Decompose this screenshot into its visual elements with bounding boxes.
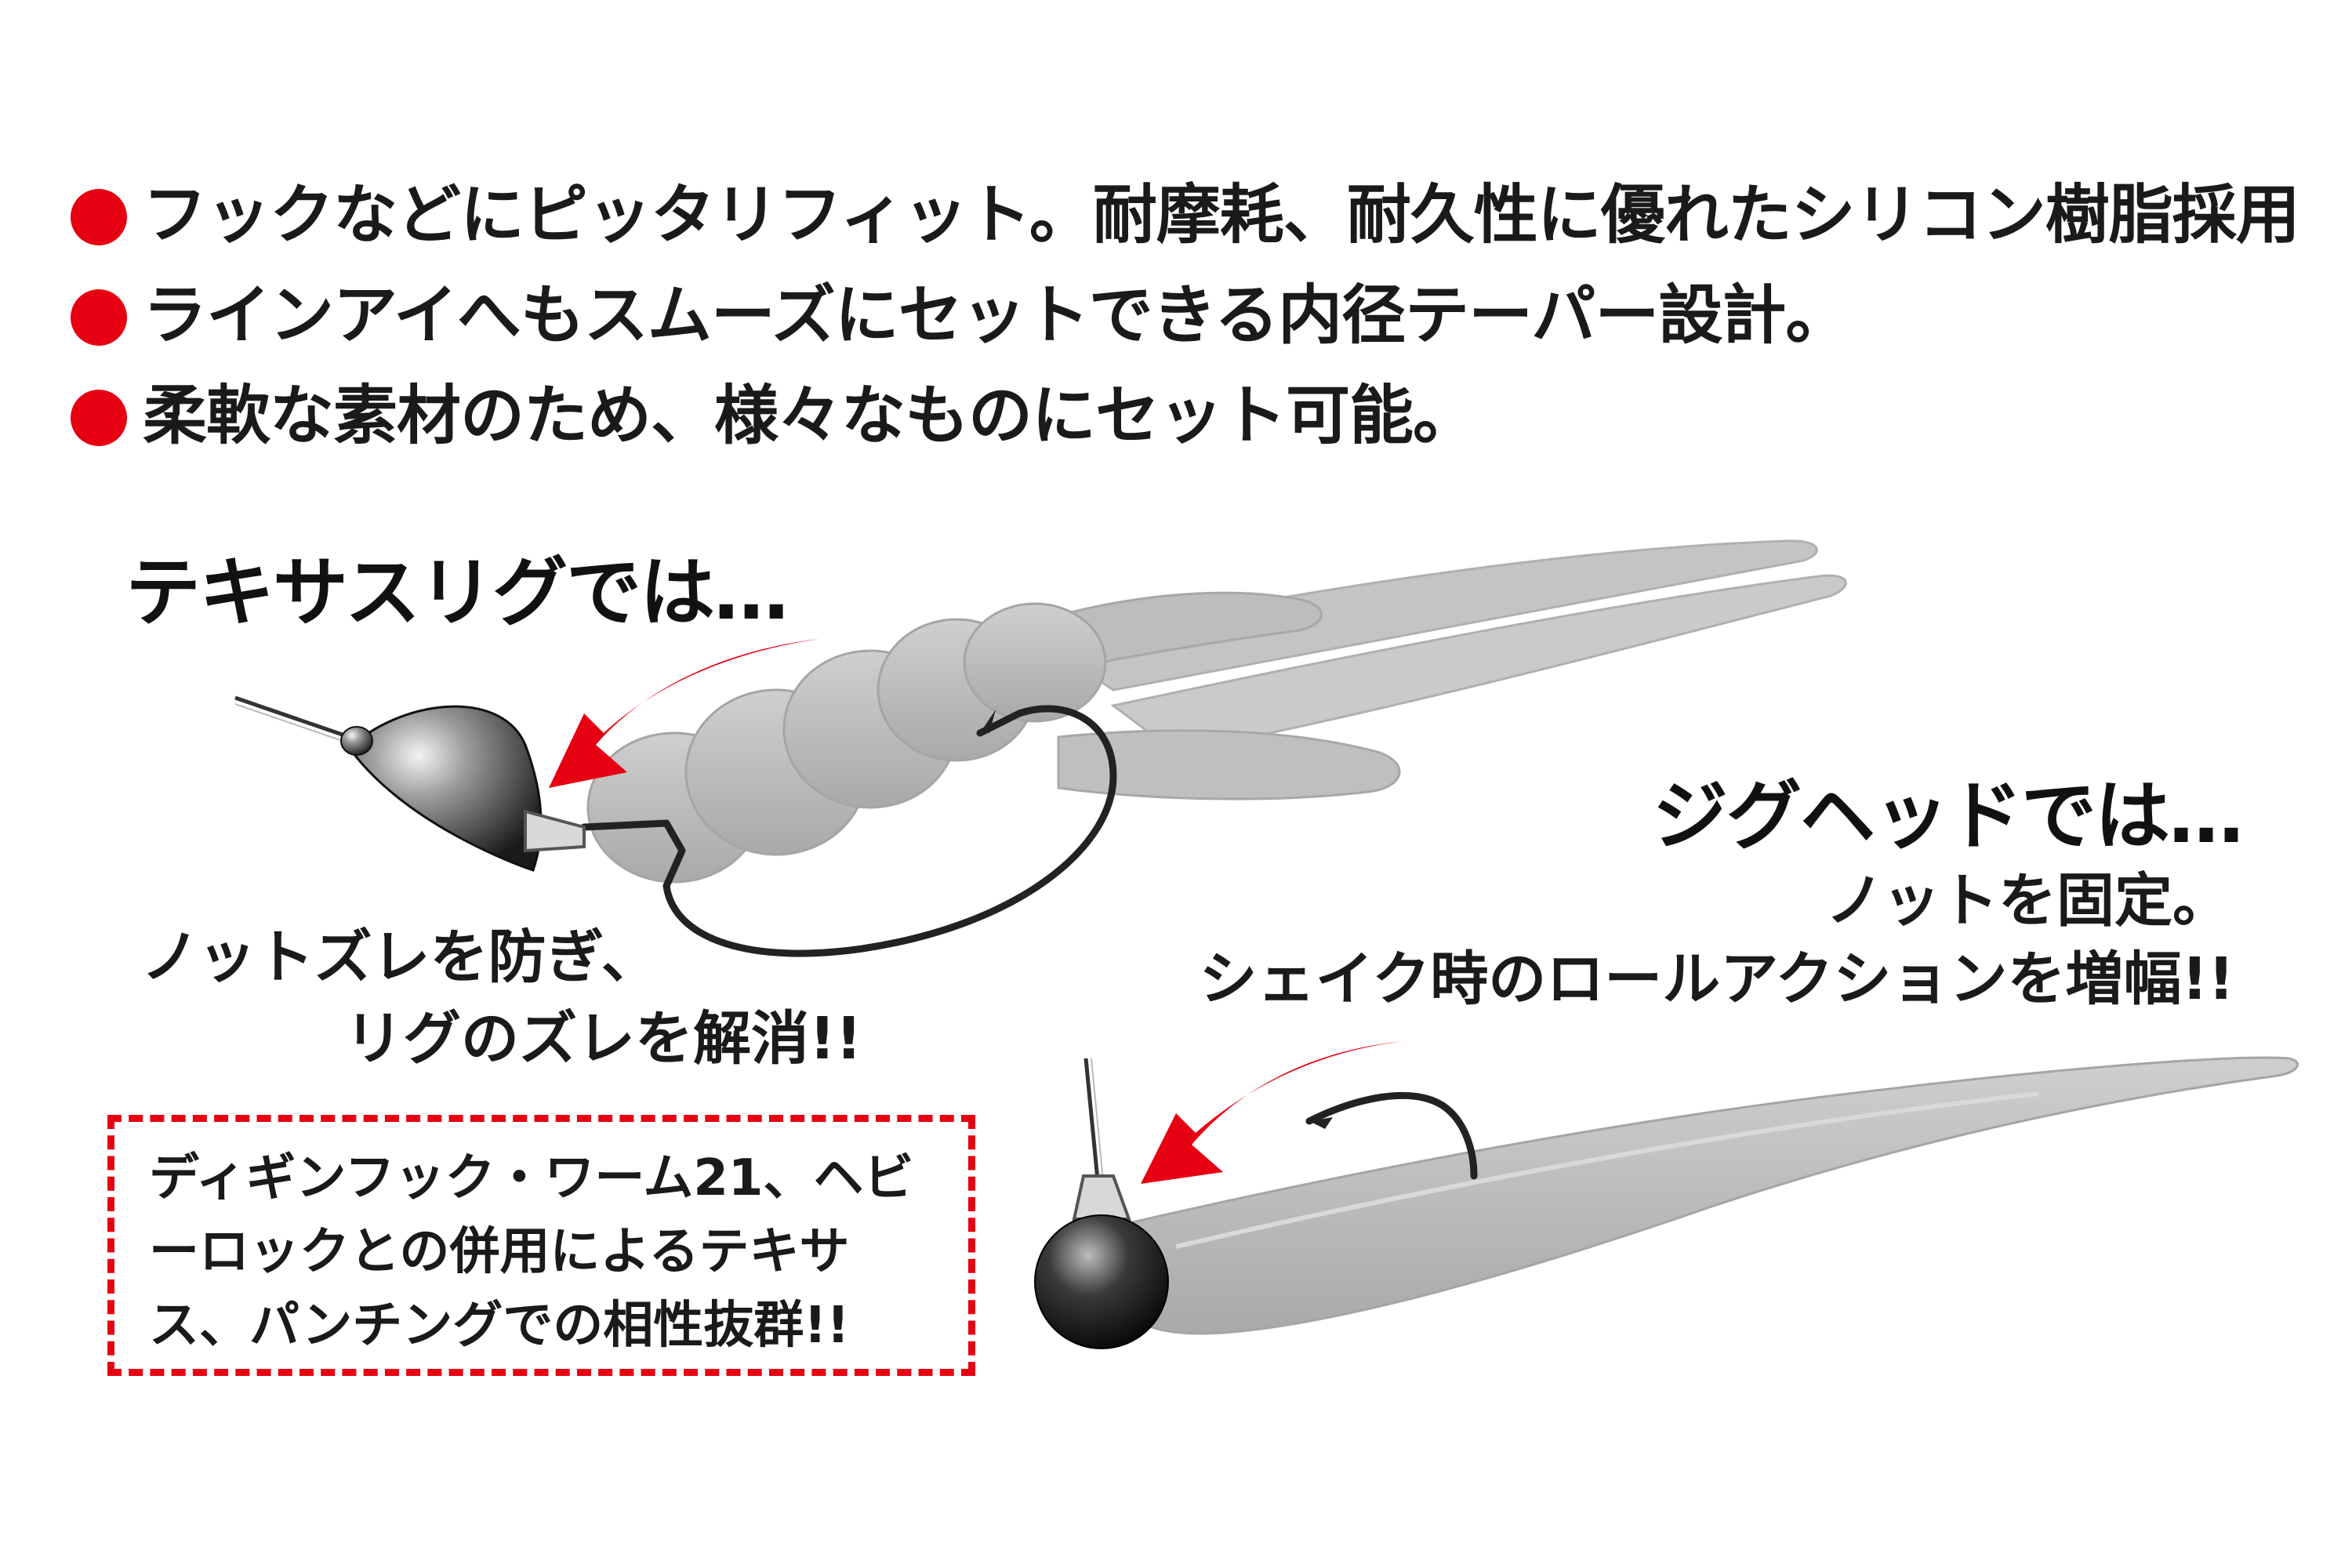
red-dot-icon [71, 189, 127, 245]
compatibility-note: ディギンフック・ワーム21、ヘビ ーロックとの併用によるテキサ ス、パンチングで… [107, 1115, 975, 1376]
note-line: ス、パンチングでの相性抜群!! [149, 1297, 850, 1355]
jig-stopper-sleeve-icon [1072, 1174, 1131, 1221]
texas-line [234, 695, 361, 743]
stopper-sleeve-icon [524, 809, 586, 853]
red-arrow-icon [1141, 1041, 1403, 1184]
straight-worm [1127, 1056, 2299, 1335]
red-dot-icon [71, 390, 127, 446]
red-dot-icon [71, 289, 127, 346]
jighead-caption-line1: ノットを固定。 [1825, 867, 2230, 935]
texas-caption-line1: ノットズレを防ぎ、 [141, 924, 659, 991]
jig-line [1083, 1058, 1100, 1181]
jighead-heading: ジグヘッドでは… [1653, 772, 2244, 860]
bullet-sinker-icon [351, 705, 543, 872]
note-line: ーロックとの併用によるテキサ [149, 1223, 850, 1281]
note-line: ディギンフック・ワーム21、ヘビ [149, 1149, 914, 1207]
texas-rig-heading: テキサスリグでは… [125, 549, 789, 637]
texas-hook [580, 705, 1117, 957]
red-arrow-icon [549, 639, 819, 788]
jig-ball-head-icon [1034, 1214, 1169, 1349]
jighead-caption-line2: シェイク時のロールアクションを増幅!! [1199, 946, 2234, 1013]
creature-bait [586, 539, 1847, 884]
texas-caption-line2: リグのズレを解消!! [345, 1005, 862, 1073]
jig-hook [1305, 1091, 1478, 1180]
